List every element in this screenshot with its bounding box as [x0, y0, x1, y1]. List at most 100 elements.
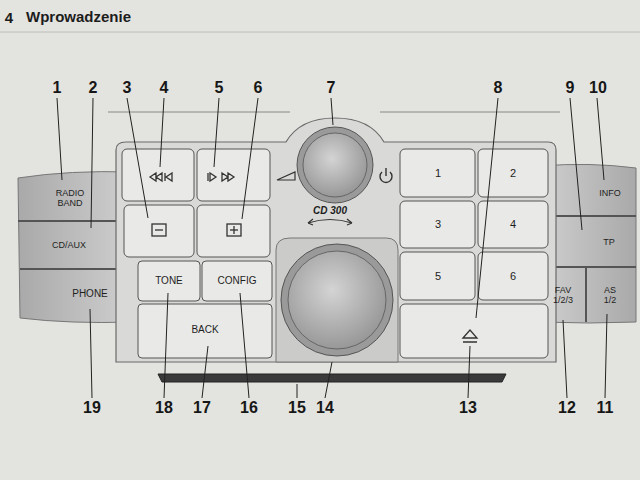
power-symbol	[385, 168, 386, 176]
preset-button	[478, 252, 548, 300]
leader-line	[164, 293, 168, 398]
button-label: PHONE	[72, 288, 108, 300]
back-button	[138, 304, 272, 358]
leader-line	[90, 309, 92, 398]
button-label: FAV 1/2/3	[550, 285, 576, 306]
callout-number: 12	[558, 399, 576, 417]
rotate-arrow	[308, 220, 352, 224]
minus-icon-bar	[155, 229, 163, 230]
leader-line	[57, 98, 62, 180]
callout-number: 17	[193, 399, 211, 417]
header-rule	[0, 32, 640, 33]
callout-number: 7	[327, 79, 336, 97]
button-label: CD/AUX	[52, 240, 86, 250]
callout-number: 2	[89, 79, 98, 97]
button-label: 2	[510, 167, 516, 180]
button-label: TP	[603, 237, 615, 247]
config-button: CONFIG	[203, 262, 271, 300]
plus-button	[197, 205, 270, 257]
preset-button: 6	[480, 254, 546, 298]
plus-icon	[227, 224, 241, 236]
minus-icon	[152, 224, 166, 236]
menu-knob-ring	[281, 244, 393, 356]
rewind-icon	[150, 173, 162, 181]
leader-line	[570, 98, 582, 230]
button-label: 6	[510, 270, 516, 283]
rewind-icon	[150, 173, 172, 181]
skip-back-icon	[165, 173, 172, 181]
center-panel	[116, 118, 556, 362]
minus-icon-box	[152, 224, 166, 236]
leader-line	[91, 98, 93, 228]
display-edge	[108, 112, 560, 113]
preset-button	[400, 252, 475, 300]
callout-number: 4	[160, 79, 169, 97]
callout-number: 16	[240, 399, 258, 417]
leader-line	[242, 98, 258, 219]
rotate-arrowheads	[308, 219, 352, 225]
eject-button	[400, 304, 548, 358]
info-button: INFO	[586, 172, 634, 214]
callout-number: 8	[494, 79, 503, 97]
button-groove	[20, 268, 132, 270]
fav-button: FAV 1/2/3	[542, 272, 584, 318]
model-name: CD 300	[313, 205, 347, 216]
leader-line	[331, 98, 333, 125]
button-label: 1	[435, 167, 441, 180]
forward-button	[197, 149, 270, 201]
preset-button	[400, 201, 475, 248]
callout-number: 5	[215, 79, 224, 97]
button-groove	[18, 220, 132, 222]
button-label: 4	[510, 218, 516, 231]
preset-button	[478, 201, 548, 248]
preset-button: 1	[402, 151, 474, 195]
button-label: AS 1/2	[600, 285, 620, 306]
tone-button: TONE	[140, 262, 198, 300]
cd-aux-button: CD/AUX	[36, 224, 102, 266]
callout-number: 6	[254, 79, 263, 97]
back-button: BACK	[140, 305, 270, 355]
preset-button: 3	[402, 203, 474, 246]
volume-knob	[303, 133, 367, 197]
callout-number: 10	[589, 79, 607, 97]
as-button: AS 1/2	[589, 272, 631, 318]
page-number: 4	[5, 9, 13, 26]
phone-button: PHONE	[56, 272, 124, 316]
eject-symbol	[463, 330, 477, 342]
button-label: 5	[435, 270, 441, 283]
leader-line	[468, 346, 470, 398]
minus-button	[124, 205, 194, 257]
tp-button: TP	[586, 220, 632, 264]
button-groove	[585, 268, 587, 322]
button-label: RADIO BAND	[54, 188, 86, 209]
leader-line	[202, 346, 208, 398]
leader-line	[127, 98, 148, 218]
button-label: 3	[435, 218, 441, 231]
callout-number: 18	[155, 399, 173, 417]
radio-band-button: RADIO BAND	[40, 178, 100, 218]
cd-slot	[158, 374, 506, 382]
button-label: TONE	[155, 275, 183, 287]
plus-icon-bar	[233, 226, 234, 234]
preset-button: 4	[480, 203, 546, 246]
callout-number: 1	[53, 79, 62, 97]
button-label: INFO	[599, 188, 621, 198]
callout-number: 11	[597, 399, 614, 417]
leader-line	[476, 98, 498, 318]
callout-number: 9	[566, 79, 575, 97]
menu-knob	[288, 251, 386, 349]
leader-line	[214, 98, 219, 167]
preset-button	[400, 149, 475, 197]
config-button	[202, 261, 272, 301]
plus-icon-box	[227, 224, 241, 236]
tone-button	[138, 261, 200, 301]
page-title: Wprowadzenie	[26, 8, 131, 25]
volume-symbol	[277, 172, 295, 180]
rewind-button	[122, 149, 194, 201]
leader-line	[325, 362, 332, 398]
leader-line	[160, 98, 164, 167]
preset-button: 5	[402, 254, 474, 298]
callout-number: 15	[288, 399, 306, 417]
skip-forward-icon	[208, 173, 216, 181]
callout-number: 14	[316, 399, 334, 417]
